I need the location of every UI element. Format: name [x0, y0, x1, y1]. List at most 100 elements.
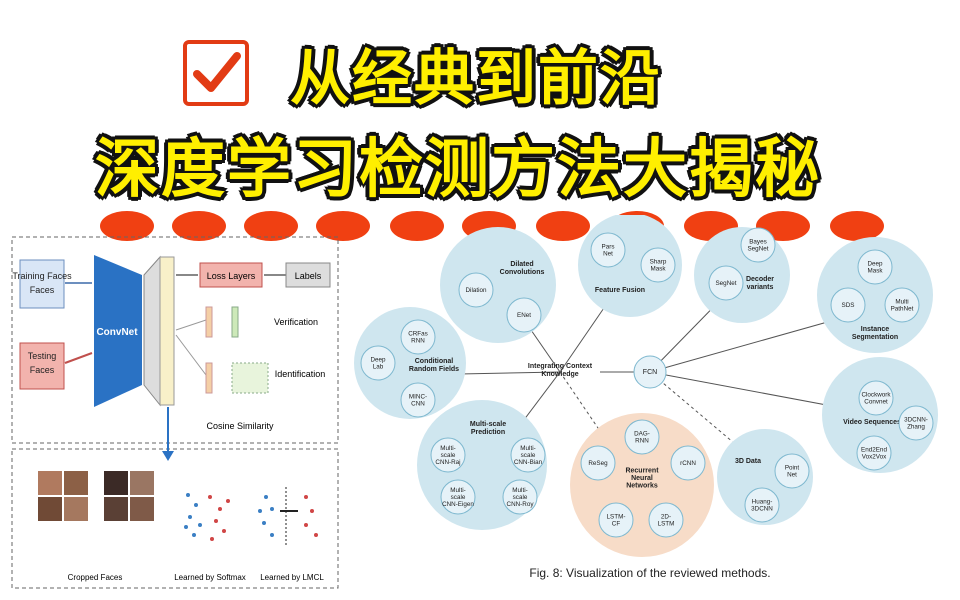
training-faces-label: Training Faces — [12, 271, 72, 281]
method-node — [744, 487, 780, 523]
svg-text:Faces: Faces — [30, 365, 55, 375]
method-label: ReSeg — [588, 460, 608, 467]
method-node — [506, 297, 542, 333]
svg-text:Faces: Faces — [30, 285, 55, 295]
cosine-similarity-label: Cosine Similarity — [206, 421, 274, 431]
method-node — [580, 445, 616, 481]
top-panel-border — [11, 236, 339, 444]
method-node — [708, 265, 744, 301]
group-dilated — [440, 227, 556, 343]
group-data3d — [717, 429, 813, 525]
decorative-dot — [316, 211, 370, 241]
method-node — [884, 287, 920, 323]
method-node — [624, 419, 660, 455]
convnet-label: ConvNet — [96, 327, 138, 338]
method-node — [740, 227, 776, 263]
method-label: SegNet — [715, 280, 736, 287]
softmax-label: Learned by Softmax — [174, 573, 246, 582]
face-recognition-figure: Training Faces Faces Testing Faces ConvN… — [10, 235, 340, 590]
method-node — [440, 479, 476, 515]
decorative-dot — [244, 211, 298, 241]
convnet-block — [94, 255, 142, 407]
method-node — [400, 382, 436, 418]
title-line-1: 从经典到前沿 — [290, 44, 662, 114]
method-node — [502, 479, 538, 515]
group-title-feature_fusion: Feature Fusion — [595, 287, 645, 294]
method-label: Dilation — [466, 287, 487, 294]
decorative-dot — [390, 211, 444, 241]
decorative-dot — [100, 211, 154, 241]
method-node — [400, 319, 436, 355]
decorative-dot — [830, 211, 884, 241]
testing-faces-box — [19, 342, 65, 390]
method-node — [774, 453, 810, 489]
group-crf — [354, 307, 466, 419]
method-label: 3DCNN-Zhang — [904, 417, 928, 431]
method-node — [858, 380, 894, 416]
method-node — [360, 345, 396, 381]
training-faces-box — [19, 259, 65, 309]
decorative-dot — [172, 211, 226, 241]
feature-vector — [159, 256, 175, 406]
method-node — [430, 437, 466, 473]
decorative-dot — [536, 211, 590, 241]
method-label: MINC-CNN — [409, 394, 427, 408]
loss-layers-box — [199, 262, 263, 288]
method-node — [670, 445, 706, 481]
method-node — [458, 272, 494, 308]
group-instance — [817, 237, 933, 353]
title-line-2: 深度学习检测方法大揭秘 — [95, 133, 821, 207]
identification-label: Identification — [275, 369, 326, 379]
group-title-video: Video Sequences — [843, 419, 901, 426]
fcn-node — [633, 355, 667, 389]
arrow — [64, 352, 93, 364]
loss-layers-label: Loss Layers — [207, 271, 256, 281]
method-label: rCNN — [680, 460, 696, 467]
labels-label: Labels — [295, 271, 322, 281]
lmcl-label: Learned by LMCL — [260, 573, 324, 582]
svg-text:Testing: Testing — [28, 351, 57, 361]
method-node — [640, 247, 676, 283]
feature-layer — [143, 255, 161, 407]
method-node — [510, 437, 546, 473]
method-node — [590, 232, 626, 268]
face-photos — [38, 471, 154, 521]
method-node — [857, 249, 893, 285]
method-label: ENet — [517, 312, 531, 319]
lmcl-scatter — [258, 487, 318, 547]
bottom-panel-border — [11, 448, 339, 589]
cropped-faces-label: Cropped Faces — [68, 573, 123, 582]
method-label: LSTM-CF — [607, 514, 626, 528]
softmax-scatter — [184, 493, 230, 541]
method-node — [648, 502, 684, 538]
method-node — [898, 405, 934, 441]
method-label: SDS — [842, 302, 855, 309]
fcn-label: FCN — [643, 369, 657, 376]
verification-label: Verification — [274, 317, 318, 327]
method-node — [856, 435, 892, 471]
checkbox-icon — [183, 40, 249, 106]
method-label: 2D-LSTM — [658, 514, 675, 528]
figure-caption: Fig. 8: Visualization of the reviewed me… — [529, 566, 770, 580]
